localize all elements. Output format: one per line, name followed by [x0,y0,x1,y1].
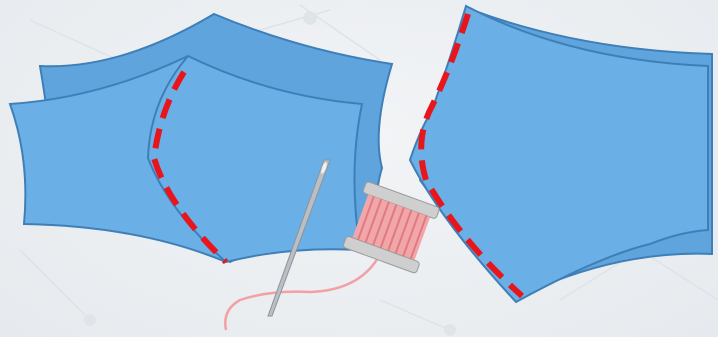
thread-icon [224,239,388,331]
stitch-line-icon [418,13,525,299]
fabric-fold-line [146,55,227,263]
thread-spool-icon [343,181,440,274]
needle-icon [267,159,331,317]
